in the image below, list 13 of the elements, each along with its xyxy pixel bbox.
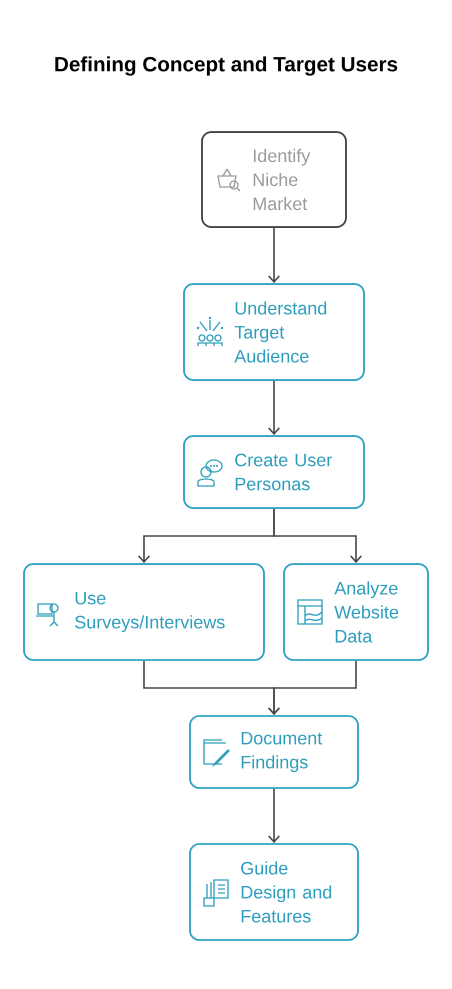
title: Defining Concept and Target Users bbox=[55, 56, 398, 76]
process-box: Analyze Website Data bbox=[283, 563, 429, 661]
arrow bbox=[268, 380, 280, 436]
process-box: Document Findings bbox=[189, 715, 359, 789]
process-box: Understand Target Audience bbox=[183, 283, 365, 381]
arrow bbox=[268, 788, 280, 844]
process-box: Identify Niche Market bbox=[201, 131, 347, 228]
process-box: Create User Personas bbox=[183, 435, 365, 509]
process-box: Use Surveys/Interviews bbox=[23, 563, 265, 661]
arrow bbox=[273, 508, 362, 564]
arrow bbox=[268, 660, 357, 716]
arrow bbox=[268, 228, 280, 284]
process-box: Guide Design and Features bbox=[189, 843, 359, 941]
